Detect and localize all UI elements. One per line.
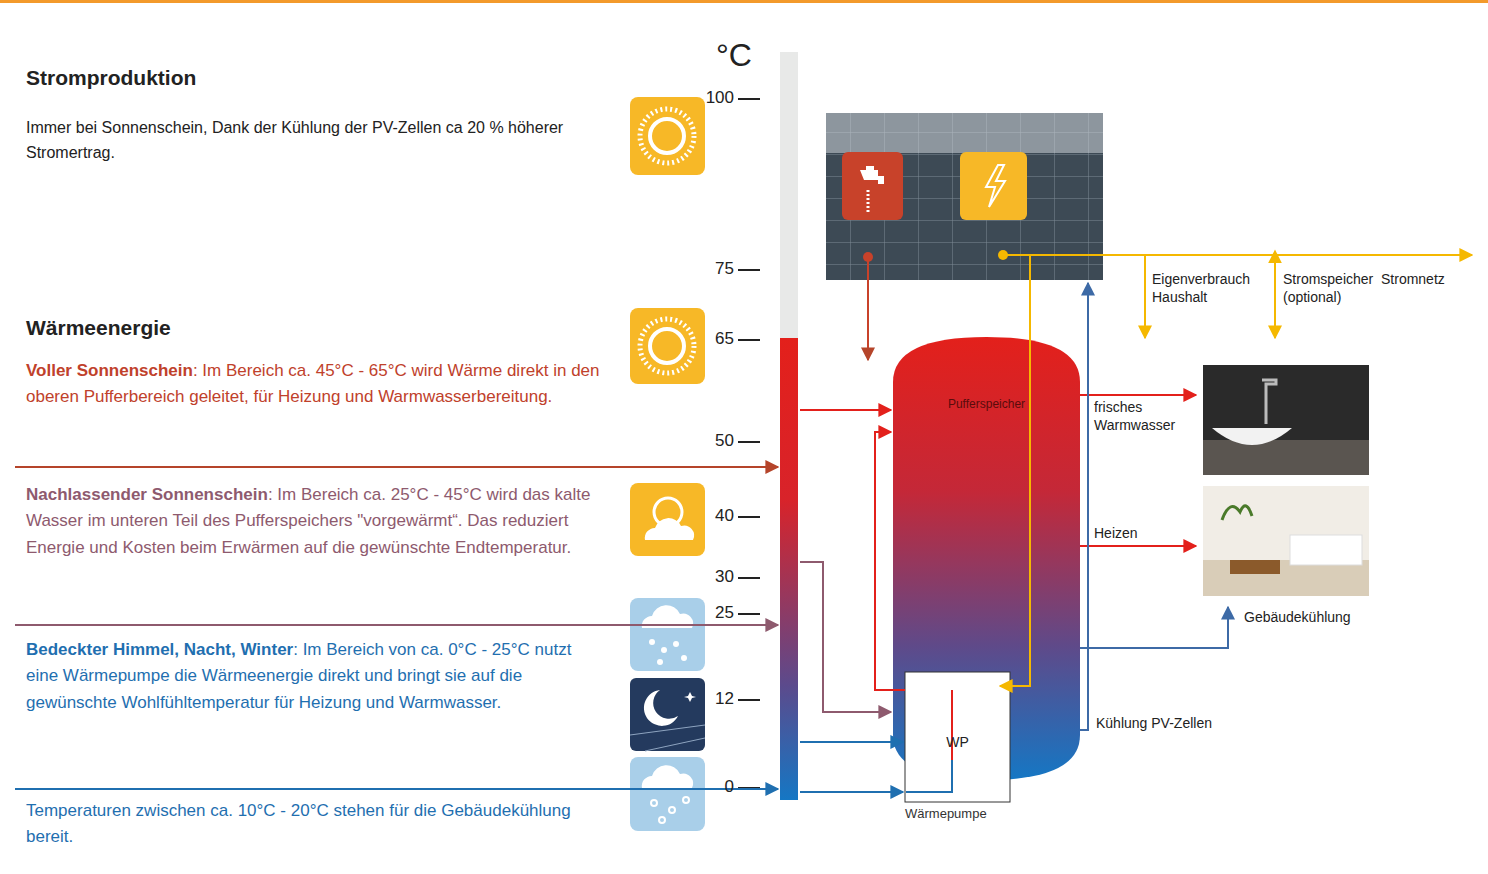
scale-number: 25 <box>680 603 734 623</box>
sun-icon <box>630 97 705 175</box>
text: 65 <box>715 329 734 348</box>
output-label: frisches Warmwasser <box>1094 398 1198 434</box>
scale-ticks <box>738 99 760 788</box>
bold-lead: Stromproduktion <box>26 66 196 89</box>
output-label: Stromnetz <box>1381 270 1481 288</box>
pv-cooling-pipe <box>1080 283 1088 730</box>
box-label: WP <box>905 734 1010 750</box>
text: 12 <box>715 689 734 708</box>
living-room-photo <box>1203 486 1369 596</box>
cold-pipe <box>800 741 903 743</box>
text: Eigenverbrauch Haushalt <box>1152 271 1250 305</box>
output-label: Stromspeicher (optional) <box>1283 270 1379 306</box>
range-line <box>15 624 778 626</box>
cold-pipe <box>800 791 903 793</box>
range-description: Nachlassender Sonnenschein: Im Bereich c… <box>26 482 604 561</box>
power-line <box>1144 255 1146 338</box>
text: 50 <box>715 431 734 450</box>
cloud-sun-icon <box>630 483 705 556</box>
scale-number: 0 <box>680 777 734 797</box>
scale-empty <box>780 52 798 340</box>
buffer-tank: WPWärmepumpePufferspeicher <box>893 337 1080 780</box>
bold-lead: Wärmeenergie <box>26 316 171 339</box>
text: Heizen <box>1094 525 1138 541</box>
body-text: Immer bei Sonnenschein, Dank der Kühlung… <box>26 116 566 166</box>
section-heading: Wärmeenergie <box>26 312 626 345</box>
power-line <box>1274 262 1276 338</box>
text: Stromspeicher (optional) <box>1283 271 1373 305</box>
heat-pump-loop <box>951 690 953 760</box>
text: 100 <box>706 88 734 107</box>
solar-heat-pipe <box>867 257 869 360</box>
output-label: Heizen <box>1094 524 1194 542</box>
rain-icon <box>630 598 705 671</box>
output-label: Eigenverbrauch Haushalt <box>1152 270 1274 306</box>
bold-lead: Voller Sonnenschein <box>26 361 193 380</box>
snow-icon <box>630 757 705 831</box>
hot-water-pipe <box>1080 394 1196 396</box>
hot-return-pipe <box>875 432 905 690</box>
range-description: Bedeckter Himmel, Nacht, Winter: Im Bere… <box>26 637 604 716</box>
text: Kühlung PV-Zellen <box>1096 715 1212 731</box>
scale-number: 12 <box>680 689 734 709</box>
output-label: Gebäudekühlung <box>1244 608 1404 626</box>
sun-icon <box>630 308 705 384</box>
range-line <box>15 788 778 790</box>
power-line <box>1003 254 1472 256</box>
hot-pipe <box>800 409 891 411</box>
text: Gebäudekühlung <box>1244 609 1351 625</box>
scale-number: 30 <box>680 567 734 587</box>
tank-label: Pufferspeicher <box>893 397 1080 411</box>
text: 40 <box>715 506 734 525</box>
bold-lead: Bedeckter Himmel, Nacht, Winter <box>26 640 293 659</box>
pv-panel <box>826 113 1103 280</box>
text: 25 <box>715 603 734 622</box>
heating-pipe <box>1080 545 1196 547</box>
text: frisches Warmwasser <box>1094 399 1175 433</box>
cooling-note: Temperaturen zwischen ca. 10°C - 20°C st… <box>26 798 604 851</box>
range-line <box>15 466 778 468</box>
bath-photo <box>1203 365 1369 475</box>
scale-number: 65 <box>680 329 734 349</box>
text: Stromnetz <box>1381 271 1445 287</box>
cooling-pipe <box>1080 607 1228 648</box>
heat-pump-box: WPWärmepumpe <box>905 672 1010 802</box>
scale-number: 50 <box>680 431 734 451</box>
scale-fill <box>780 338 798 800</box>
unit-label: °C <box>716 36 776 74</box>
scale-number: 40 <box>680 506 734 526</box>
top-band <box>0 0 1488 3</box>
output-label: Kühlung PV-Zellen <box>1096 714 1256 732</box>
power-line <box>1000 255 1030 686</box>
box-caption: Wärmepumpe <box>905 806 987 821</box>
text: 30 <box>715 567 734 586</box>
moon-icon <box>630 678 705 751</box>
bold-lead: Nachlassender Sonnenschein <box>26 485 268 504</box>
text: °C <box>716 37 752 73</box>
scale-number: 100 <box>680 88 734 108</box>
section-heading: Stromproduktion <box>26 62 626 95</box>
range-description: Voller Sonnenschein: Im Bereich ca. 45°C… <box>26 358 604 411</box>
text: Immer bei Sonnenschein, Dank der Kühlung… <box>26 119 563 161</box>
scale-number: 75 <box>680 259 734 279</box>
text: 0 <box>725 777 734 796</box>
text: Temperaturen zwischen ca. 10°C - 20°C st… <box>26 801 571 846</box>
heat-pump-loop <box>906 760 952 792</box>
text: 75 <box>715 259 734 278</box>
warm-pipe <box>800 562 891 712</box>
